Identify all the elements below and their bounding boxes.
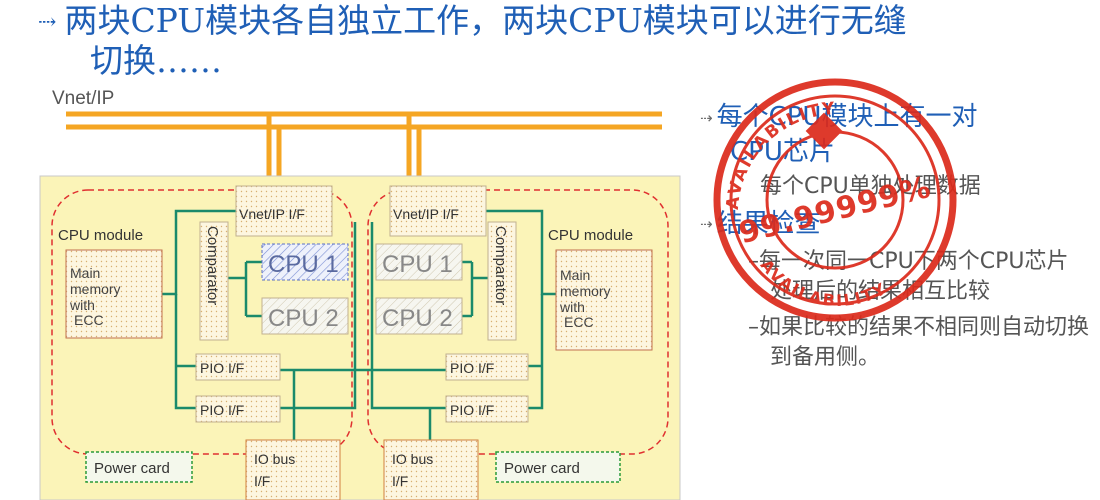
right-cpu2-box <box>375 297 463 335</box>
left-pio2-box <box>195 395 281 423</box>
left-cpu2-label: CPU 2 <box>268 305 339 332</box>
left-cpu2-box <box>261 297 349 335</box>
left-cpu1-label: CPU 1 <box>268 251 339 278</box>
left-io-bus-line2: I/F <box>254 473 270 489</box>
left-pio2-label: PIO I/F <box>200 402 244 418</box>
bullet-result-check-sub2: –如果比较的结果不相同则自动切换到备用侧。 <box>748 315 1090 370</box>
right-memory-line2: memory <box>560 283 611 299</box>
right-memory-line4: ECC <box>564 314 594 330</box>
right-comparator-box <box>487 221 517 341</box>
stamp-outer-ring <box>713 78 957 322</box>
right-power-card-box <box>495 451 621 483</box>
architecture-diagram: Vnet/IP CPU <box>39 88 681 500</box>
left-power-card-label: Power card <box>94 460 170 477</box>
left-cpu1-box <box>261 243 349 281</box>
bullet-cpu-pair-sub: 每个CPU单独处理数据 <box>760 173 981 199</box>
stamp-diamond-icon <box>805 112 843 150</box>
slide-title: ⇢ 两块CPU模块各自独立工作，两块CPU模块可以进行无缝 切换…… <box>38 2 1078 80</box>
availability-stamp: AVAILABILITY AVAILABILITY 99.99999% <box>713 78 957 322</box>
left-pio1-label: PIO I/F <box>200 360 244 376</box>
left-pio1-box <box>195 353 281 381</box>
left-power-card-box <box>85 451 193 483</box>
right-io-bus-line1: IO bus <box>392 451 433 467</box>
right-io-bus-line2: I/F <box>392 473 408 489</box>
right-io-bus-box <box>383 439 479 500</box>
right-power-card-label: Power card <box>504 460 580 477</box>
right-memory-line1: Main <box>560 267 590 283</box>
left-memory-line3: with <box>69 297 95 313</box>
bullet-arrow-icon: ⇢ <box>700 215 713 233</box>
right-comparator-label: Comparator <box>492 226 509 305</box>
left-module-label: CPU module <box>58 227 143 244</box>
right-vnet-if-label: Vnet/IP I/F <box>393 206 459 222</box>
right-pio1-label: PIO I/F <box>450 360 494 376</box>
left-vnet-if-label: Vnet/IP I/F <box>239 206 305 222</box>
title-line1: 两块CPU模块各自独立工作，两块CPU模块可以进行无缝 <box>64 1 907 40</box>
left-io-bus-line1: IO bus <box>254 451 295 467</box>
title-arrow-icon: ⇢ <box>38 10 57 35</box>
stamp-inner-ring <box>729 94 941 306</box>
left-vnet-if-box <box>235 185 333 237</box>
network-label: Vnet/IP <box>52 88 114 109</box>
module-interconnect <box>162 209 556 440</box>
left-comparator-label: Comparator <box>204 226 221 305</box>
left-memory-line2: memory <box>70 281 121 297</box>
right-pio2-box <box>445 395 529 423</box>
right-pio2-label: PIO I/F <box>450 402 494 418</box>
right-cpu1-label: CPU 1 <box>382 251 453 278</box>
right-vnet-if-box <box>389 185 487 237</box>
right-cpu1-box <box>375 243 463 281</box>
left-comparator-box <box>199 221 229 341</box>
stamp-top-text: AVAILABILITY <box>723 99 837 211</box>
left-io-bus-box <box>245 439 341 500</box>
right-module-label: CPU module <box>548 227 633 244</box>
left-memory-line4: ECC <box>74 312 104 328</box>
left-memory-line1: Main <box>70 265 100 281</box>
stamp-percent: 99.99999% <box>736 170 935 252</box>
right-memory-box <box>555 249 653 351</box>
right-memory-line3: with <box>559 299 585 315</box>
bullet-arrow-icon: ⇢ <box>700 108 713 127</box>
left-memory-box <box>65 249 163 339</box>
right-cpu2-label: CPU 2 <box>382 305 453 332</box>
title-line2: 切换…… <box>90 41 222 80</box>
right-pio1-box <box>445 353 529 381</box>
